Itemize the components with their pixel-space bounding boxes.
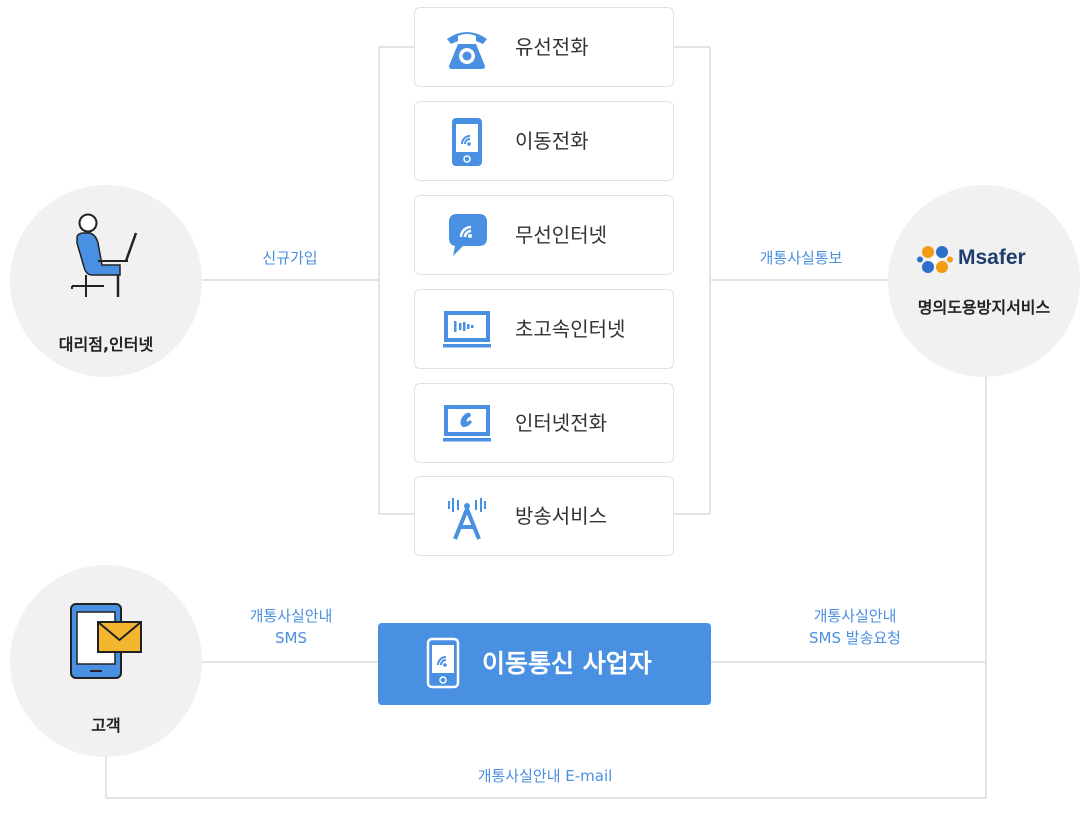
edge-label-sms-request: 개통사실안내 SMS 발송요청 [760,605,950,649]
agency-node: 대리점,인터넷 [10,185,202,377]
edge-label-sms-request-line1: 개통사실안내 [813,607,897,625]
service-label: 이동전화 [515,129,589,153]
edge-label-email: 개통사실안내 E-mail [477,767,613,785]
msafer-logo-text: Msafer [958,246,1026,269]
msafer-logo: Msafer [916,243,1056,277]
service-label: 유선전화 [515,35,589,59]
service-broadband: 초고속인터넷 [414,289,674,369]
service-label: 인터넷전화 [515,411,607,435]
msafer-logo-icon [917,246,953,273]
service-broadcast: 방송서비스 [414,476,674,556]
msafer-node: Msafer 명의도용방지서비스 [888,185,1080,377]
edge-label-sms-request-line2: SMS 발송요청 [809,629,901,647]
edge-label-sms-line1: 개통사실안내 [249,607,333,625]
edge-label-signup: 신규가입 [262,249,318,267]
service-label: 방송서비스 [515,504,607,528]
customer-label: 고객 [91,716,121,735]
person-at-computer-icon [71,213,138,297]
agency-label: 대리점,인터넷 [58,335,154,354]
carrier-label: 이동통신 사업자 [482,649,652,678]
wireless-chat-icon [449,214,487,256]
tablet-mail-icon [70,603,142,679]
edge-label-sms-line2: SMS [275,629,307,647]
msafer-label: 명의도용방지서비스 [917,298,1051,317]
mobile-phone-icon [426,637,460,689]
mobile-phone-icon [452,118,482,166]
service-landline: 유선전화 [414,7,674,87]
broadband-monitor-icon [443,311,491,348]
service-mobile: 이동전화 [414,101,674,181]
telephone-icon [447,32,487,69]
service-wireless-internet: 무선인터넷 [414,195,674,275]
service-label: 초고속인터넷 [515,317,626,341]
edge-label-sms: 개통사실안내 SMS [216,605,366,649]
service-label: 무선인터넷 [515,223,607,247]
broadcast-tower-icon [448,498,486,540]
service-internet-phone: 인터넷전화 [414,383,674,463]
customer-node: 고객 [10,565,202,757]
mobile-carrier-box: 이동통신 사업자 [378,623,711,705]
edge-label-notify: 개통사실통보 [759,249,843,267]
internet-phone-icon [443,405,491,442]
